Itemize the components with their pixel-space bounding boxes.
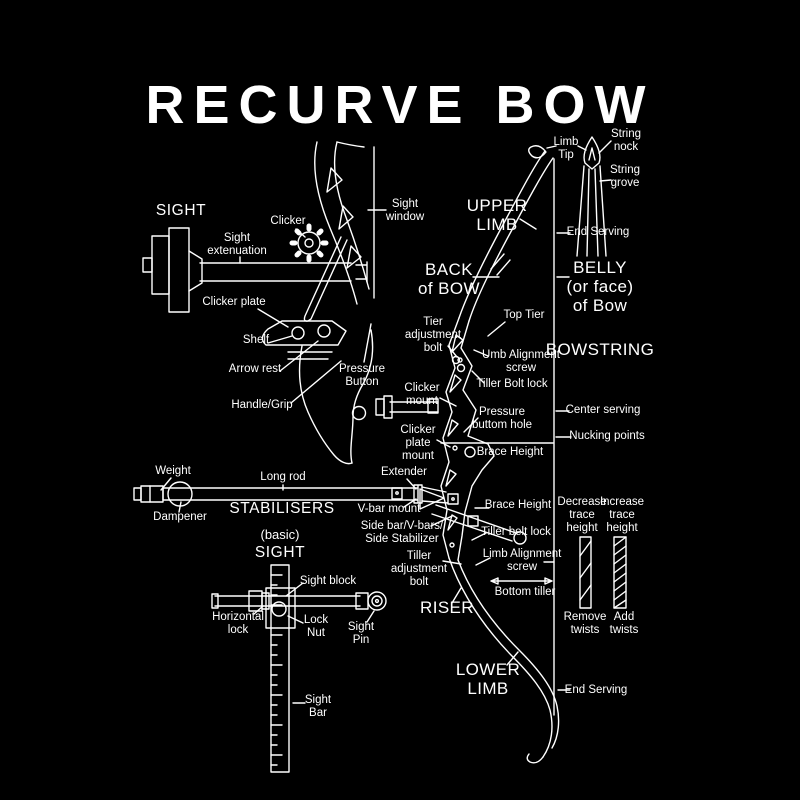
clicker-blade [303, 236, 348, 322]
bottom-tiller-arrow [490, 577, 553, 585]
label-weight: Weight [155, 465, 191, 477]
label-center-serving: Center serving [565, 404, 641, 416]
sight-block-shape [265, 587, 296, 629]
label-end-serving-bottom: End Serving [564, 684, 628, 696]
label-limb-alignment-screw: Limb Alignment screw [482, 548, 562, 573]
shelf-lines [287, 351, 333, 360]
label-bowstring: BOWSTRING [545, 340, 655, 359]
page-title: RECURVE BOW [145, 75, 655, 135]
label-remove-twists: Remove twists [563, 611, 607, 636]
label-sight-pin: Sight Pin [347, 621, 375, 646]
label-basic-sight: SIGHT [254, 544, 306, 561]
trace-height-bars-drawing [579, 536, 627, 609]
sight-plate [168, 227, 190, 313]
v-bar-mount-shape [419, 488, 445, 510]
label-arrow-rest: Arrow rest [228, 363, 282, 375]
sight-bar-shape [270, 564, 290, 773]
ruler-ticks [270, 574, 283, 766]
label-pressure-buttom-hole: Pressure buttom hole [471, 406, 533, 431]
label-brace-height-upper: Brace Height [476, 446, 544, 458]
label-tiller-adjustment-bolt: Tiller adjustment bolt [390, 550, 448, 588]
long-rod-shape [162, 485, 419, 503]
riser-front-view-drawing [142, 141, 375, 465]
label-clicker-plate: Clicker plate [202, 296, 266, 308]
sight-pin-ring [367, 591, 387, 611]
upper-limb-curve [458, 150, 546, 319]
label-bottom-tiller: Bottom tiller [494, 586, 556, 598]
label-increase-trace-height: Increase trace height [599, 496, 645, 534]
label-pressure-button: Pressure Button [338, 363, 386, 388]
label-clicker-plate-mount: Clicker plate mount [400, 424, 436, 462]
label-lower-limb: LOWER LIMB [455, 660, 521, 699]
sight-extension-rod [199, 261, 368, 283]
label-basic: (basic) [260, 527, 300, 542]
label-sight-heading: SIGHT [155, 202, 207, 219]
label-brace-height-lower: Brace Height [484, 499, 552, 511]
clicker-plate-shape [261, 320, 347, 346]
decrease-bar [579, 536, 592, 609]
label-handle-grip: Handle/Grip [231, 399, 293, 411]
label-tiller-bolt-lock: Tiller Bolt lock [476, 378, 548, 390]
label-riser: RISER [420, 598, 474, 617]
label-limb-tip: Limb Tip [553, 136, 579, 161]
clicker-gear [289, 223, 329, 263]
label-v-bar-mount: V-bar mount [357, 503, 421, 515]
label-top-tier: Top Tier [503, 309, 545, 321]
label-sight-extenuation: Sight extenuation [207, 232, 267, 257]
label-end-serving-top: End Serving [566, 226, 630, 238]
label-sight-window: Sight window [385, 198, 425, 223]
lower-limb-curve [448, 557, 553, 758]
label-string-nock: String nock [610, 128, 642, 153]
basic-sight-drawing [211, 564, 387, 773]
label-long-rod: Long rod [260, 471, 306, 483]
label-sight-block: Sight block [299, 575, 357, 587]
label-lock-nut: Lock Nut [303, 614, 329, 639]
string-nock-tip [583, 136, 601, 170]
label-clicker: Clicker [270, 215, 306, 227]
lock-nut-shape [271, 601, 287, 617]
label-sight-bar: Sight Bar [304, 694, 332, 719]
label-horizontal-lock: Horizontal lock [212, 611, 264, 636]
grip-outline [298, 345, 353, 465]
label-belly-of-bow: BELLY (or face) of Bow [566, 258, 634, 316]
clicker-mount-rod [389, 401, 439, 413]
label-umb-alignment-screw: Umb Alignment screw [482, 349, 560, 374]
leader-lines [160, 140, 612, 704]
label-nucking-points: Nucking points [569, 430, 645, 442]
label-dampener: Dampener [153, 511, 207, 523]
horizontal-rod [214, 595, 361, 607]
label-back-of-bow: BACK of BOW [418, 260, 480, 299]
label-stabilisers: STABILISERS [229, 500, 335, 517]
dampener-ball [167, 481, 193, 507]
label-tiller-belt-lock: Tiller belt lock [481, 526, 551, 538]
label-shelf: Shelf [242, 334, 270, 346]
label-string-grove: String grove [609, 164, 641, 189]
label-clicker-mount: Clicker mount [404, 382, 440, 407]
label-extender: Extender [380, 466, 428, 478]
label-tier-adjustment-bolt: Tier adjustment bolt [404, 316, 462, 354]
label-side-bar: Side bar/V-bars/ Side Stabilizer [360, 520, 444, 545]
label-add-twists: Add twists [609, 611, 639, 636]
string-nock-detail-drawing [576, 136, 607, 257]
label-upper-limb: UPPER LIMB [466, 196, 528, 235]
label-decrease-trace-height: Decrease trace height [557, 496, 607, 534]
pressure-button-hole [351, 405, 367, 421]
